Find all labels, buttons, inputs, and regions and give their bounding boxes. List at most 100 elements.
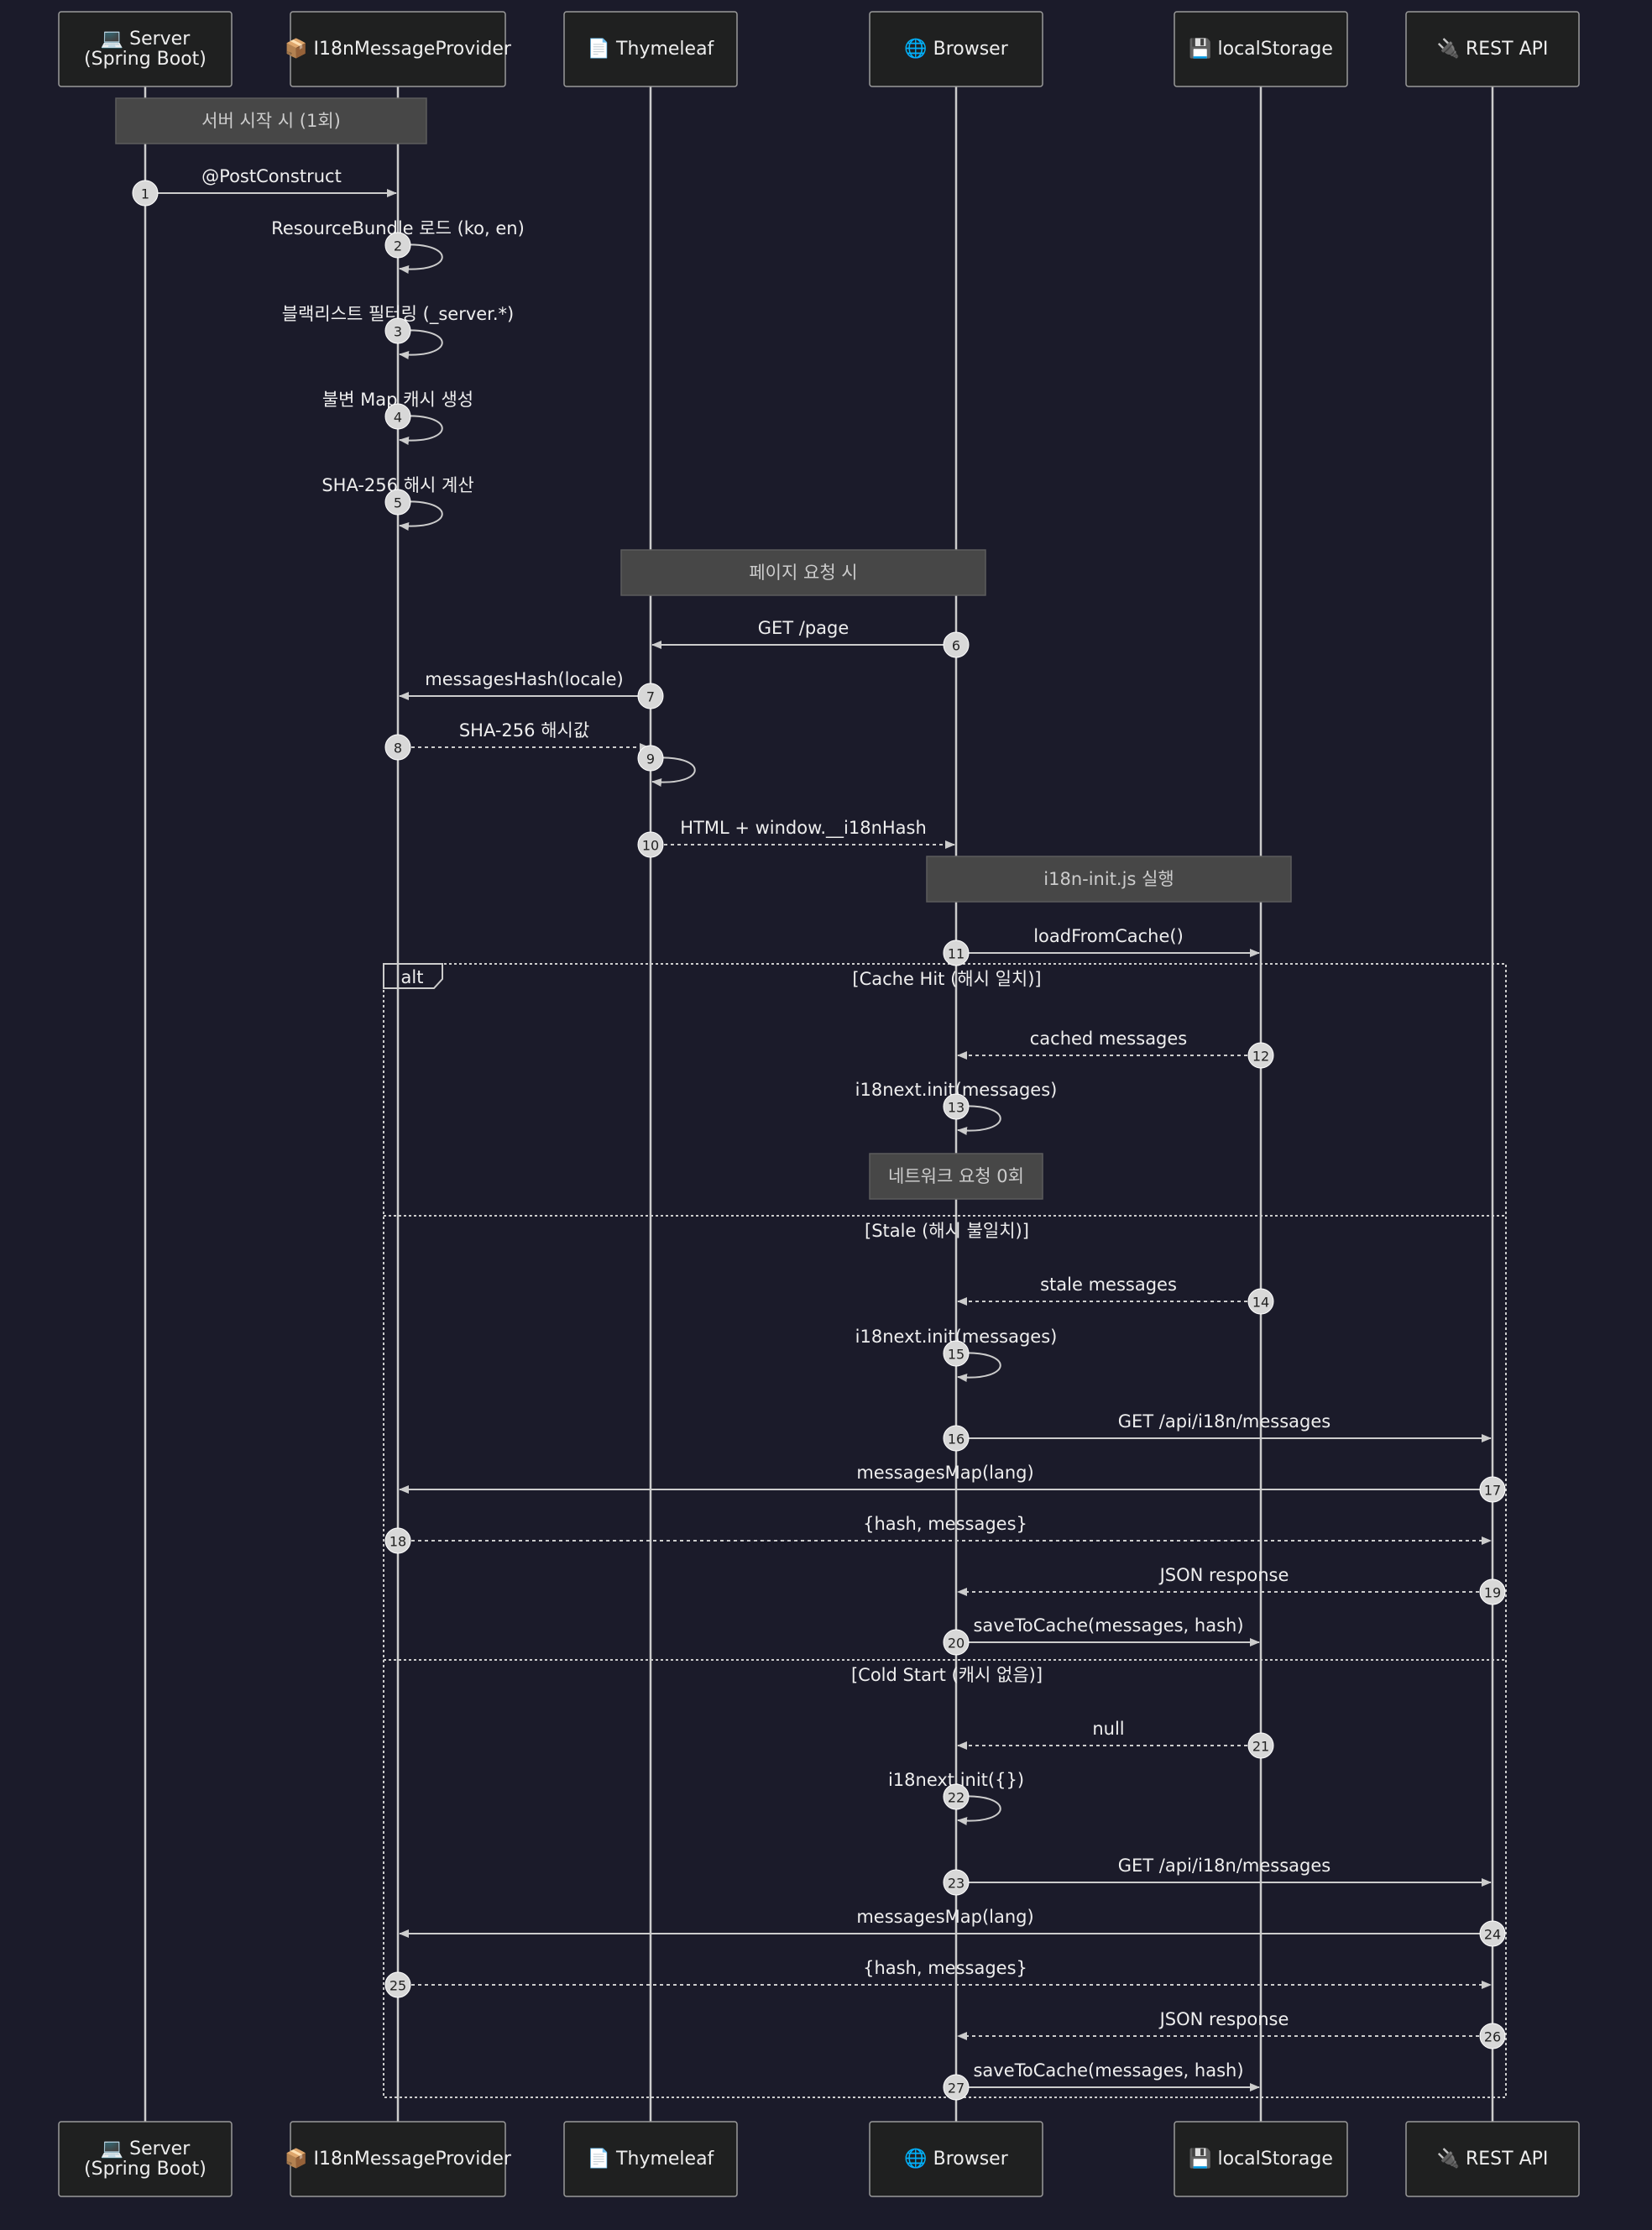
message-label: SHA-256 해시값 — [459, 720, 589, 741]
badge-number: 11 — [948, 946, 965, 962]
message-7: messagesHash(locale)7 — [399, 669, 664, 709]
note-text: 페이지 요청 시 — [749, 563, 857, 583]
badge-circle — [1479, 1578, 1506, 1605]
badge-number: 26 — [1484, 2029, 1501, 2045]
sequence-number-badge: 1 — [132, 180, 159, 207]
participant-label: 🌐 Browser — [904, 2148, 1008, 2170]
participant-box — [1174, 2121, 1348, 2197]
participant-label: (Spring Boot) — [84, 49, 206, 70]
message-label: GET /page — [758, 618, 850, 638]
sequence-number-badge: 15 — [943, 1340, 970, 1367]
message-5: SHA-256 해시 계산5 — [322, 475, 474, 531]
alt-section-condition: [Cache Hit (해시 일치)] — [852, 969, 1041, 989]
sequence-number-badge: 8 — [384, 734, 411, 761]
note-text: i18n-init.js 실행 — [1043, 869, 1174, 889]
sequence-number-badge: 11 — [943, 940, 970, 966]
participant-storage-top: 💾 localStorage — [1174, 11, 1348, 87]
participant-browser-top: 🌐 Browser — [869, 11, 1043, 87]
badge-circle — [384, 1971, 411, 1998]
message-16: GET /api/i18n/messages 16 — [943, 1411, 1492, 1452]
message-label: cached messages — [1030, 1029, 1188, 1049]
badge-circle — [1479, 2023, 1506, 2049]
message-label: null — [1092, 1719, 1124, 1739]
badge-number: 6 — [952, 638, 960, 654]
badge-circle — [1479, 1920, 1506, 1947]
participant-label: 📄 Thymeleaf — [588, 2148, 715, 2170]
badge-number: 14 — [1252, 1295, 1269, 1311]
message-line — [397, 243, 443, 274]
badge-number: 12 — [1252, 1049, 1269, 1065]
badge-circle — [637, 745, 664, 772]
sequence-number-badge: 14 — [1247, 1288, 1274, 1315]
sequence-number-badge: 10 — [637, 831, 664, 858]
note-2: 페이지 요청 시 — [620, 549, 986, 596]
alt-label: alt — [401, 967, 424, 987]
participant-label: 🌐 Browser — [904, 38, 1008, 60]
badge-circle — [132, 180, 159, 207]
badge-circle — [384, 734, 411, 761]
badge-number: 2 — [394, 238, 402, 254]
participant-box — [290, 2121, 506, 2197]
message-label: {hash, messages} — [863, 1958, 1027, 1978]
note-1: 서버 시작 시 (1회) — [115, 97, 427, 144]
note-box — [926, 856, 1292, 903]
note-box — [869, 1153, 1043, 1200]
message-label: GET /api/i18n/messages — [1118, 1411, 1331, 1432]
badge-circle — [943, 1869, 970, 1896]
badge-number: 19 — [1484, 1585, 1501, 1601]
note-text: 서버 시작 시 (1회) — [201, 111, 341, 131]
badge-circle — [943, 1340, 970, 1367]
message-label: JSON response — [1158, 1565, 1289, 1585]
message-27: saveToCache(messages, hash)27 — [943, 2060, 1260, 2101]
participant-label: (Spring Boot) — [84, 2159, 206, 2180]
badge-number: 13 — [948, 1100, 965, 1116]
message-6: GET /page 6 — [651, 618, 970, 658]
badge-circle — [1247, 1732, 1274, 1759]
badge-number: 27 — [948, 2081, 965, 2097]
badge-circle — [384, 317, 411, 344]
message-21: null 21 — [957, 1719, 1274, 1759]
badge-circle — [1479, 1476, 1506, 1503]
badge-number: 7 — [646, 689, 655, 705]
message-line — [397, 415, 443, 445]
badge-number: 22 — [948, 1790, 965, 1806]
message-label: JSON response — [1158, 2009, 1289, 2029]
badge-number: 20 — [948, 1636, 965, 1652]
sequence-number-badge: 16 — [943, 1425, 970, 1452]
message-15: i18next.init(messages)15 — [855, 1327, 1057, 1382]
sequence-number-badge: 21 — [1247, 1732, 1274, 1759]
message-4: 불변 Map 캐시 생성4 — [322, 390, 473, 445]
note-box — [620, 549, 986, 596]
sequence-number-badge: 2 — [384, 232, 411, 259]
participant-box — [869, 11, 1043, 87]
badge-number: 15 — [948, 1347, 965, 1363]
badge-circle — [637, 831, 664, 858]
participant-box — [563, 2121, 738, 2197]
badge-circle — [943, 631, 970, 658]
badge-number: 5 — [394, 495, 402, 511]
badge-number: 21 — [1252, 1739, 1269, 1755]
badge-number: 4 — [394, 410, 402, 426]
participant-thymeleaf-bottom: 📄 Thymeleaf — [563, 2121, 738, 2197]
participant-box — [563, 11, 738, 87]
alt-section-condition: [Stale (해시 불일치)] — [865, 1221, 1029, 1241]
participant-label: 📦 I18nMessageProvider — [285, 2148, 512, 2170]
message-label: messagesMap(lang) — [856, 1463, 1033, 1483]
participant-box — [1405, 11, 1580, 87]
sequence-number-badge: 19 — [1479, 1578, 1506, 1605]
badge-circle — [943, 2074, 970, 2101]
message-line — [650, 756, 696, 787]
message-22: i18next.init({})22 — [888, 1770, 1024, 1825]
participant-label: 💾 localStorage — [1189, 38, 1333, 60]
participant-box — [290, 11, 506, 87]
note-box — [115, 97, 427, 144]
message-26: JSON response 26 — [957, 2009, 1506, 2049]
message-2: ResourceBundle 로드 (ko, en)2 — [271, 218, 525, 274]
participant-box — [58, 2121, 233, 2197]
message-line — [955, 1105, 1001, 1135]
message-label: GET /api/i18n/messages — [1118, 1856, 1331, 1876]
badge-circle — [384, 403, 411, 430]
message-line — [397, 329, 443, 359]
badge-circle — [384, 232, 411, 259]
